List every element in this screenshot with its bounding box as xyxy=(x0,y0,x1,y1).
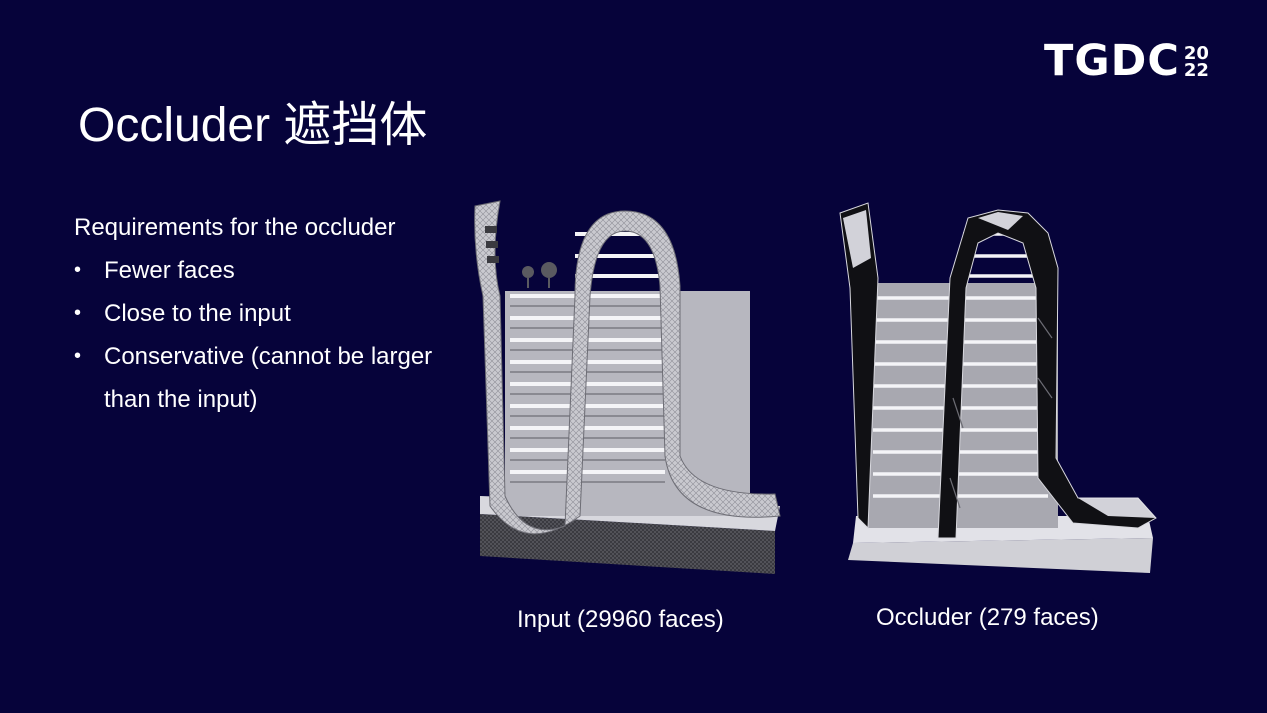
bullet-item: Fewer faces xyxy=(74,249,469,292)
logo-year: 20 22 xyxy=(1183,42,1209,81)
occluder-caption: Occluder (279 faces) xyxy=(876,604,1099,631)
logo-year-bottom: 22 xyxy=(1183,59,1209,81)
slide-title: Occluder 遮挡体 xyxy=(78,99,428,152)
occluder-model-image xyxy=(839,202,1157,573)
bullet-item: Conservative (cannot be larger than the … xyxy=(74,335,469,421)
tgdc-logo: TGDC 20 22 xyxy=(1044,40,1209,83)
bullet-item: Close to the input xyxy=(74,292,469,335)
logo-year-top: 20 xyxy=(1183,42,1209,64)
input-model-image xyxy=(474,200,781,574)
input-model-figure xyxy=(465,196,785,581)
requirements-block: Requirements for the occluder Fewer face… xyxy=(74,206,469,421)
logo-text: TGDC xyxy=(1044,36,1180,86)
input-caption: Input (29960 faces) xyxy=(517,606,724,633)
requirements-heading: Requirements for the occluder xyxy=(74,214,396,241)
requirements-list: Fewer faces Close to the input Conservat… xyxy=(74,249,469,421)
occluder-model-figure xyxy=(838,198,1158,583)
